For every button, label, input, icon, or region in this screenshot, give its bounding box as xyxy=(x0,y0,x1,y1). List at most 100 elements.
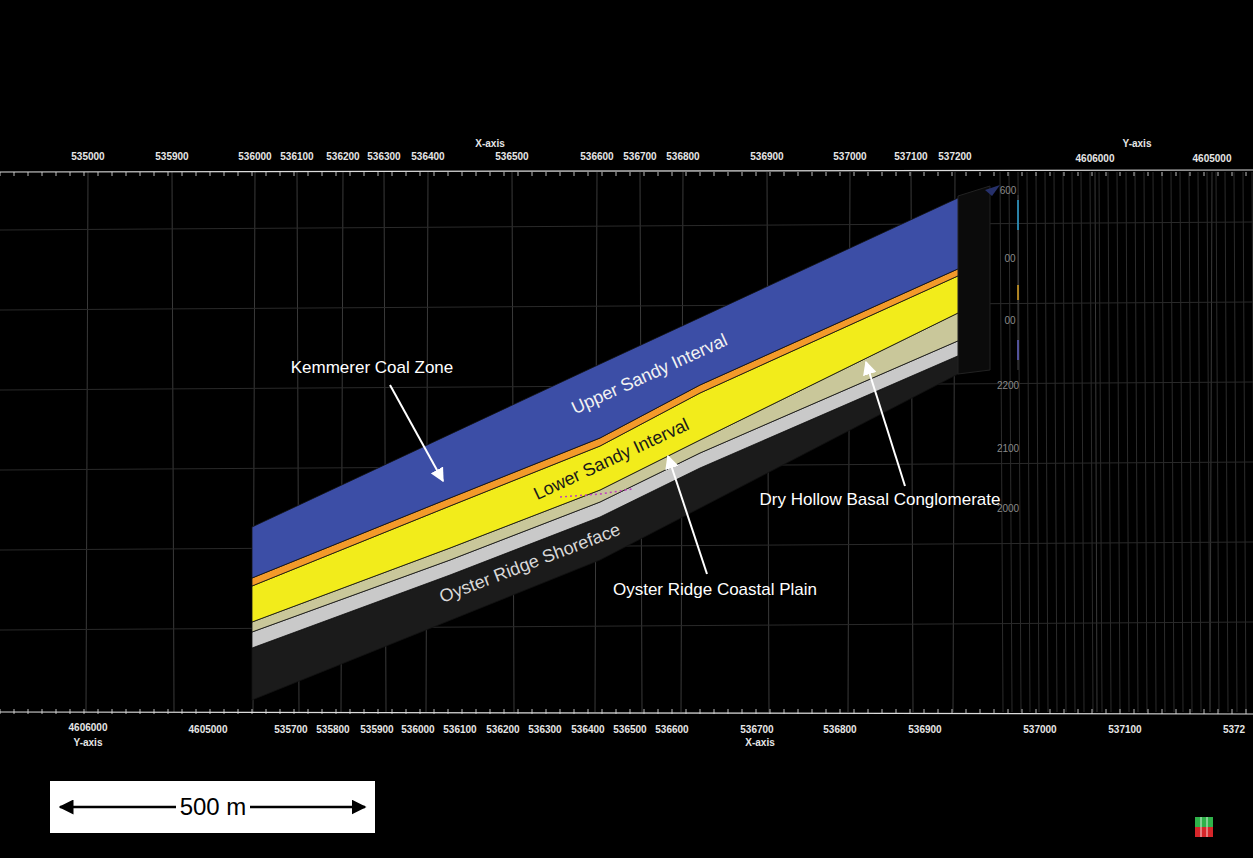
axis-tick xyxy=(392,709,393,714)
axis-tick xyxy=(1190,172,1191,176)
axis-tick xyxy=(1162,709,1163,714)
grid-line xyxy=(1225,172,1228,712)
axis-tick xyxy=(98,709,99,714)
depth-axis-mark xyxy=(1017,285,1019,300)
depth-label: 600 xyxy=(1000,185,1017,196)
axis-tick xyxy=(882,172,883,176)
axis-tick xyxy=(350,172,351,176)
axis-tick xyxy=(238,172,239,176)
axis-tick xyxy=(574,172,575,176)
axis-tick xyxy=(392,172,393,176)
leader-arrow xyxy=(668,456,707,574)
axis-tick xyxy=(980,172,981,176)
axis-tick xyxy=(798,172,799,176)
depth-label: 00 xyxy=(1004,253,1015,264)
grid-line xyxy=(1045,172,1048,712)
axis-tick xyxy=(112,172,113,176)
axis-tick xyxy=(252,709,253,714)
grid-line xyxy=(1081,172,1084,712)
grid-line xyxy=(1090,172,1093,712)
orientation-icon xyxy=(1195,827,1213,837)
dotted-marker xyxy=(560,489,632,497)
axis-tick xyxy=(602,172,603,176)
axis-tick xyxy=(966,172,967,176)
grid-line xyxy=(1180,172,1183,712)
axis-tick xyxy=(770,172,771,176)
tick-label: 535900 xyxy=(360,724,393,735)
depth-label: 2200 xyxy=(997,380,1019,391)
axis-tick xyxy=(378,709,379,714)
unit-callout: Dry Hollow Basal Conglomerate xyxy=(760,490,1001,510)
unit-name: Oyster Ridge Shoreface xyxy=(437,519,624,607)
axis-tick xyxy=(182,709,183,714)
axis-tick xyxy=(896,172,897,176)
axis-tick xyxy=(854,172,855,176)
axis-tick xyxy=(406,172,407,176)
tick-label: 536200 xyxy=(486,724,519,735)
axis-tick xyxy=(1218,172,1219,176)
axis-tick xyxy=(812,172,813,176)
grid-line xyxy=(0,622,1253,630)
axis-tick xyxy=(994,172,995,176)
axis-tick xyxy=(210,172,211,176)
axis-tick xyxy=(168,172,169,176)
grid-line xyxy=(1027,172,1030,712)
axis-title: Y-axis xyxy=(1123,138,1152,149)
axis-tick xyxy=(350,709,351,714)
axis-tick xyxy=(826,172,827,176)
tick-label: 536000 xyxy=(238,151,271,162)
axis-tick xyxy=(154,709,155,714)
axis-tick xyxy=(70,172,71,176)
tick-label: 536400 xyxy=(571,724,604,735)
axis-tick xyxy=(1204,709,1205,714)
axis-tick xyxy=(644,172,645,176)
axis-tick xyxy=(560,172,561,176)
axis-tick xyxy=(84,172,85,176)
axis-tick xyxy=(952,172,953,176)
axis-tick xyxy=(126,709,127,714)
axis-tick xyxy=(378,172,379,176)
axis-tick xyxy=(476,172,477,176)
grid-line xyxy=(1216,172,1219,712)
axis-tick xyxy=(322,709,323,714)
tick-label: 536100 xyxy=(443,724,476,735)
axis-tick xyxy=(84,709,85,714)
top-axis-line xyxy=(0,170,1253,172)
axis-tick xyxy=(224,172,225,176)
grid-line xyxy=(0,302,1253,310)
axis-tick xyxy=(42,172,43,176)
axis-tick xyxy=(616,172,617,176)
tick-label: 535700 xyxy=(274,724,307,735)
tick-label: 537200 xyxy=(938,151,971,162)
grid-line xyxy=(1063,172,1066,712)
grid-line xyxy=(1162,172,1165,712)
axis-tick xyxy=(1078,172,1079,176)
axis-tick xyxy=(868,172,869,176)
block-side-face xyxy=(958,186,990,374)
axis-tick xyxy=(126,172,127,176)
tick-label: 537100 xyxy=(1108,724,1141,735)
grid-line xyxy=(1117,172,1120,712)
axis-tick xyxy=(1162,172,1163,176)
axis-tick xyxy=(308,172,309,176)
grid-line xyxy=(0,222,1253,230)
leader-arrow xyxy=(866,362,905,486)
tick-label: 4606000 xyxy=(1076,153,1115,164)
axis-tick xyxy=(28,172,29,176)
axis-tick xyxy=(1120,172,1121,176)
depth-axis xyxy=(1018,195,1019,370)
axis-tick xyxy=(280,172,281,176)
axis-tick xyxy=(336,172,337,176)
axis-tick xyxy=(1064,172,1065,176)
orientation-icon xyxy=(1201,817,1202,837)
tick-label: 537000 xyxy=(833,151,866,162)
grid-line xyxy=(1099,172,1102,712)
tick-label: 536200 xyxy=(326,151,359,162)
axis-tick xyxy=(630,172,631,176)
axis-tick xyxy=(154,172,155,176)
axis-tick xyxy=(168,709,169,714)
tick-label: 536700 xyxy=(740,724,773,735)
axis-tick xyxy=(70,709,71,714)
grid-line xyxy=(1000,172,1003,712)
axis-tick xyxy=(238,709,239,714)
